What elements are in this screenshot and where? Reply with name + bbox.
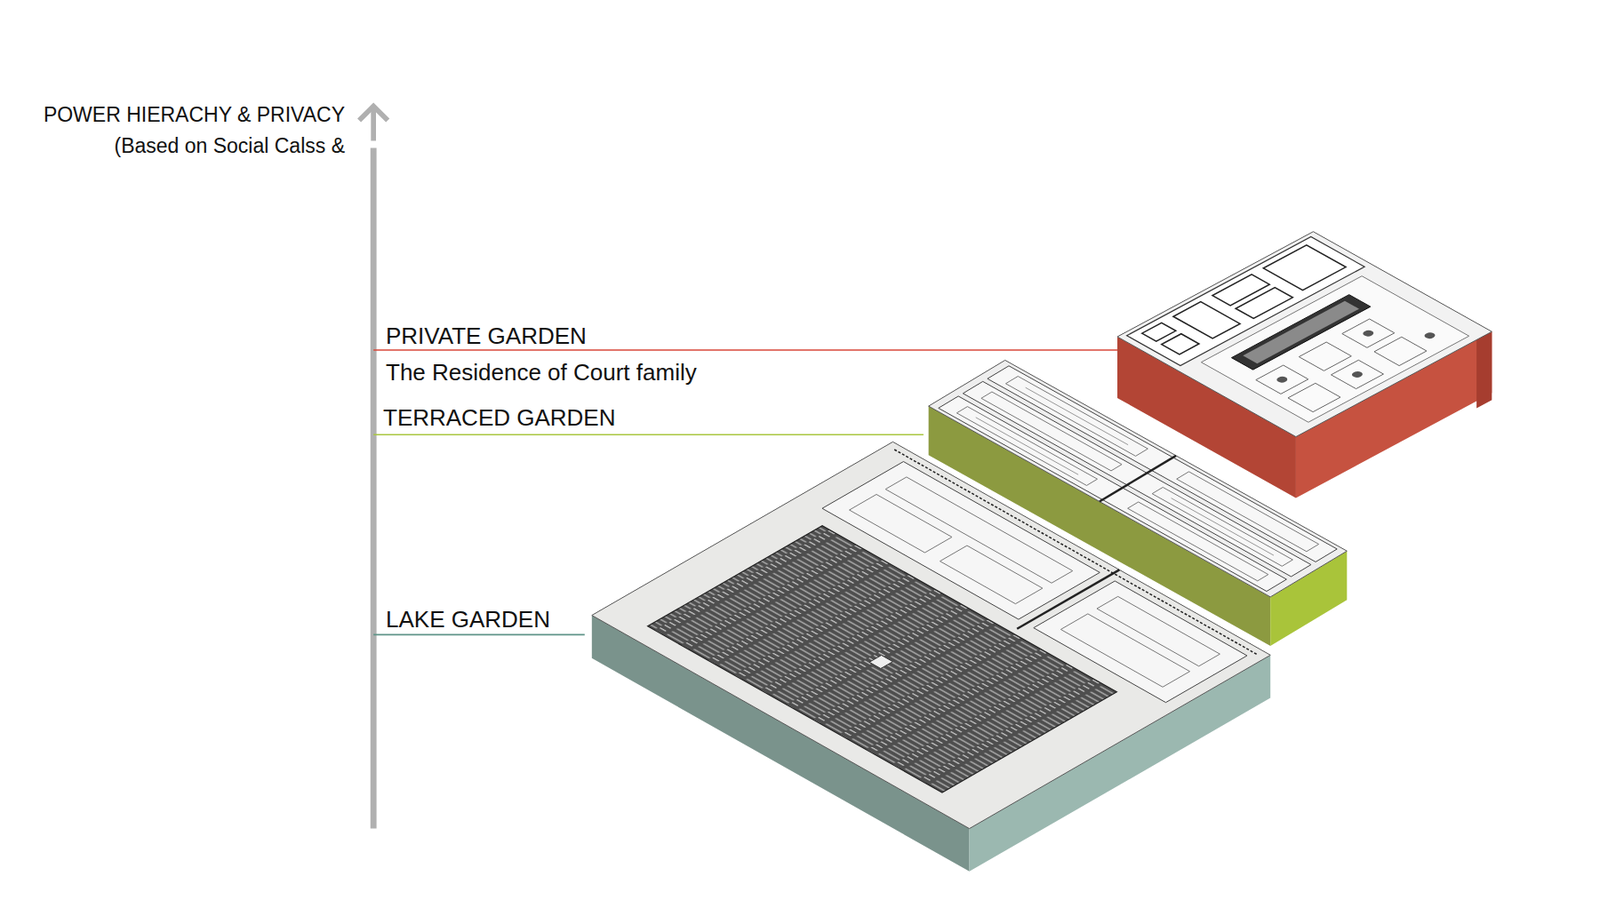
axis-label: LAKE GARDEN bbox=[385, 608, 551, 632]
leader-line bbox=[373, 634, 585, 637]
leader-line bbox=[373, 349, 1118, 352]
axis-label: POWER HIERACHY & PRIVACY bbox=[43, 104, 345, 126]
axis-label: TERRACED GARDEN bbox=[383, 406, 616, 430]
leader-line bbox=[373, 433, 924, 436]
axis-label: (Based on Social Calss & bbox=[113, 136, 345, 157]
hierarchy-axis bbox=[359, 105, 388, 829]
lake-garden-block bbox=[592, 441, 1271, 872]
axis-label: PRIVATE GARDEN bbox=[385, 324, 587, 348]
axis-label: The Residence of Court family bbox=[385, 360, 697, 384]
